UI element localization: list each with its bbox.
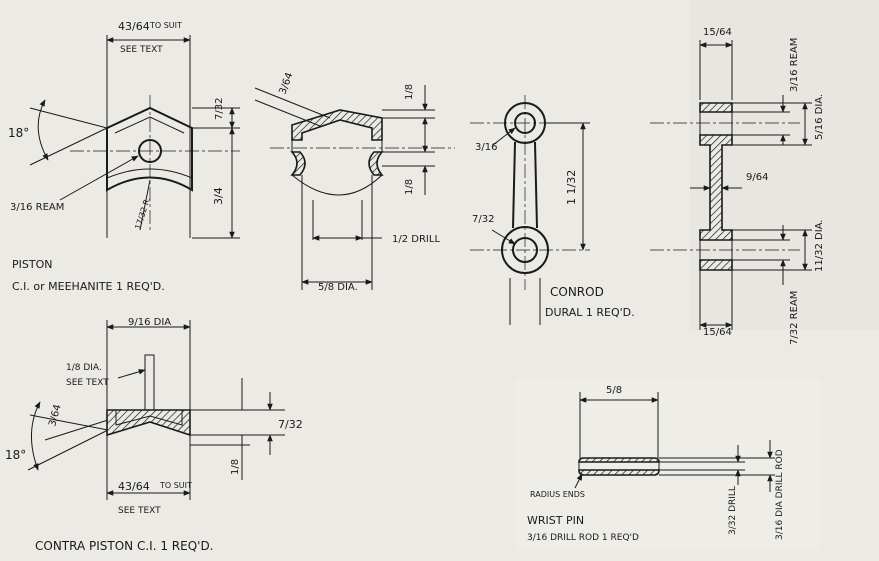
piston-section-view xyxy=(254,85,455,290)
piston-drill: 1/2 DRILL xyxy=(392,234,440,245)
contra-piston-view xyxy=(27,320,285,500)
contra-to-suit: TO SUIT xyxy=(159,481,192,490)
wrist-pin-drill: 3/32 DRILL xyxy=(728,486,738,535)
background-text-bleed xyxy=(515,0,879,550)
conrod-small-hole: 3/16 xyxy=(475,142,497,153)
contra-eighth: 1/8 xyxy=(230,459,241,475)
conrod-front-view xyxy=(470,95,590,325)
contra-title: CONTRA PISTON C.I. 1 REQ'D. xyxy=(35,539,214,553)
conrod-title: CONROD xyxy=(550,285,604,299)
piston-eighth-b: 1/8 xyxy=(404,179,415,195)
conrod-side-web: 9/64 xyxy=(746,172,768,183)
piston-height-total: 3/4 xyxy=(212,187,225,205)
piston-see-text: SEE TEXT xyxy=(120,45,163,55)
conrod-side-bottom-dia: 11/32 DIA. xyxy=(814,220,825,273)
conrod-side-top-width: 15/64 xyxy=(703,27,732,38)
piston-eighth-a: 1/8 xyxy=(404,84,415,100)
piston-wall: 3/64 xyxy=(277,71,295,96)
piston-to-suit: TO SUIT xyxy=(149,21,182,30)
conrod-big-hole: 7/32 xyxy=(472,214,494,225)
piston-height-top: 7/32 xyxy=(214,98,225,120)
wrist-pin-length: 5/8 xyxy=(606,385,622,396)
piston-material: C.I. or MEEHANITE 1 REQ'D. xyxy=(12,280,165,293)
contra-angle: 18° xyxy=(5,448,26,462)
wrist-pin-title: WRIST PIN xyxy=(527,514,584,527)
conrod-side-view xyxy=(650,40,812,330)
contra-bottom-width: 43/64 xyxy=(118,480,150,493)
piston-front-view xyxy=(29,35,240,239)
piston-title: PISTON xyxy=(12,258,52,271)
contra-pin-dia: 1/8 DIA. xyxy=(66,363,102,373)
contra-top-dia: 9/16 DIA xyxy=(128,317,171,328)
conrod-centres: 1 1/32 xyxy=(565,170,578,205)
wrist-pin-radius-ends: RADIUS ENDS xyxy=(530,490,585,499)
contra-height: 7/32 xyxy=(278,418,303,431)
wrist-pin-material: 3/16 DRILL ROD 1 REQ'D xyxy=(527,533,639,543)
contra-see-text: SEE TEXT xyxy=(118,506,161,516)
contra-wall: 3/64 xyxy=(47,403,63,428)
conrod-side-top-dia: 5/16 DIA. xyxy=(814,94,825,140)
conrod-material: DURAL 1 REQ'D. xyxy=(545,306,635,319)
contra-pin-see-text: SEE TEXT xyxy=(66,378,109,388)
piston-ream: 3/16 REAM xyxy=(10,202,64,213)
conrod-side-bottom-width: 15/64 xyxy=(703,327,732,338)
wrist-pin-rod: 3/16 DIA DRILL ROD xyxy=(775,449,785,540)
conrod-side-top-ream: 3/16 REAM xyxy=(789,38,800,92)
wrist-pin-view xyxy=(574,392,775,492)
piston-bore: 5/8 DIA. xyxy=(318,282,358,293)
conrod-side-bottom-ream: 7/32 REAM xyxy=(789,291,800,345)
piston-radius: 17/32 R. xyxy=(133,196,152,231)
piston-angle: 18° xyxy=(8,126,29,140)
piston-top-width: 43/64 xyxy=(118,20,150,33)
